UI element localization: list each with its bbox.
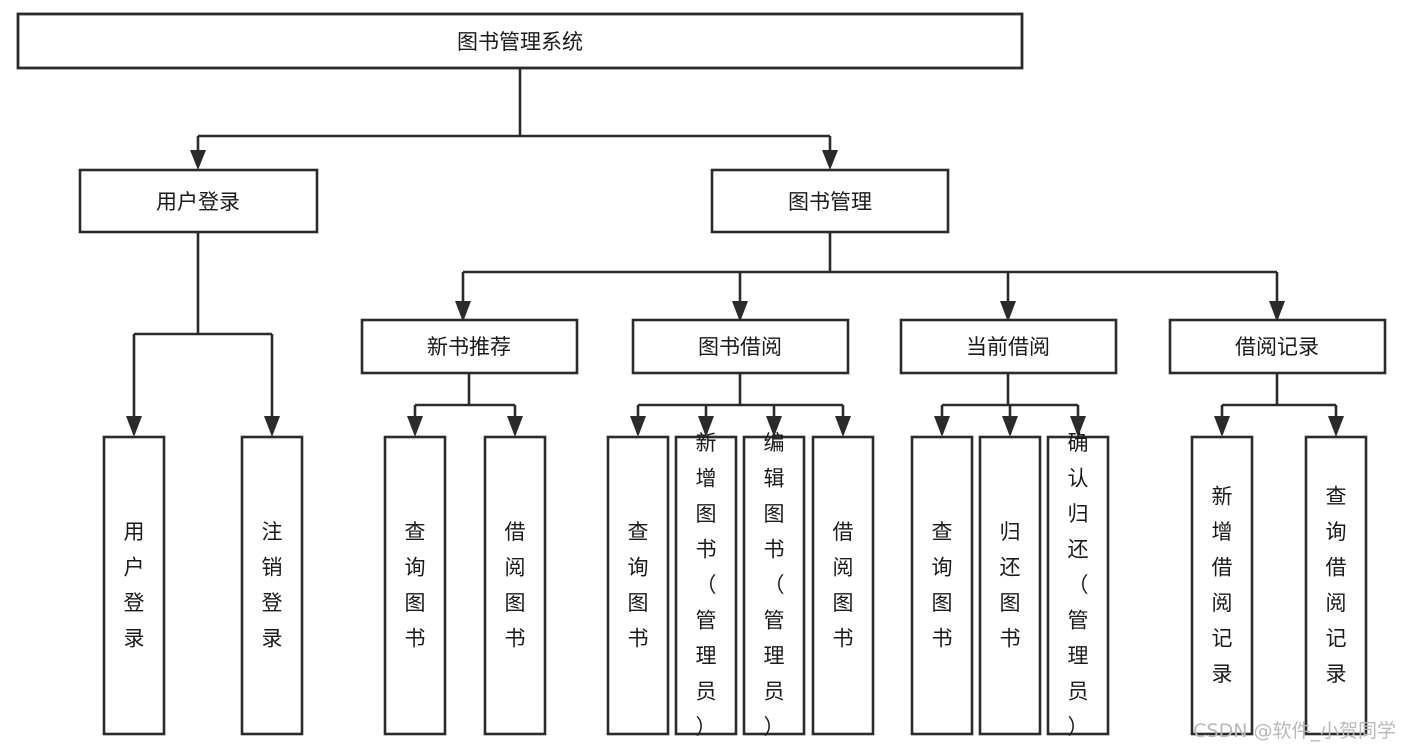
leaf-user-login-1[interactable]: 用户登录 (102, 435, 166, 736)
arrow-book-manage-to-book-borrow (732, 301, 748, 322)
arrow-book-manage-to-current-borrow (1000, 301, 1016, 322)
node-new-book-recommend-box[interactable] (360, 318, 579, 375)
leaf-user-login-1-label: 用户登录 (124, 520, 145, 651)
leaf-book-borrow-2[interactable]: 新增图书（管理员） (674, 431, 738, 739)
arrow-book-borrow-leaf-1 (630, 416, 646, 437)
arrow-borrow-record-leaf-1 (1214, 416, 1230, 437)
leaf-borrow-record-2-box[interactable] (1304, 435, 1368, 736)
node-borrow-record-box[interactable] (1168, 318, 1387, 375)
leaf-new-book-1-label: 查询图书 (405, 520, 426, 651)
leaf-borrow-record-2-label: 查询借阅记录 (1326, 484, 1347, 686)
node-current-borrow-label: 当前借阅 (966, 335, 1050, 359)
arrow-book-manage-to-new-book (455, 301, 471, 322)
node-borrow-record[interactable]: 借阅记录 (1168, 318, 1387, 375)
leaf-book-borrow-4[interactable]: 借阅图书 (811, 435, 875, 736)
leaf-book-borrow-4-box[interactable] (811, 435, 875, 736)
arrow-book-manage-to-borrow-record (1269, 301, 1285, 322)
node-book-borrow-box[interactable] (631, 318, 850, 375)
node-book-borrow[interactable]: 图书借阅 (631, 318, 850, 375)
arrow-current-borrow-leaf-2 (1002, 416, 1018, 437)
leaf-user-login-2[interactable]: 注销登录 (240, 435, 304, 736)
leaf-borrow-record-1-box[interactable] (1190, 435, 1254, 736)
node-book-manage-box[interactable] (710, 168, 950, 234)
leaf-book-borrow-2-label: 新增图书（管理员） (696, 431, 717, 739)
leaf-current-borrow-3-box[interactable] (1046, 435, 1110, 736)
node-book-manage[interactable]: 图书管理 (710, 168, 950, 234)
leaf-current-borrow-1-label: 查询图书 (932, 520, 953, 651)
leaf-book-borrow-4-label: 借阅图书 (833, 520, 854, 651)
arrow-root-to-user-login (190, 150, 206, 170)
arrow-user-login-leaf-1 (126, 416, 142, 437)
leaf-new-book-2-label: 借阅图书 (505, 520, 526, 651)
connector-layer (126, 68, 1344, 437)
node-book-borrow-label: 图书借阅 (698, 335, 782, 359)
leaf-user-login-2-box[interactable] (240, 435, 304, 736)
leaf-new-book-2-box[interactable] (483, 435, 547, 736)
leaf-new-book-1[interactable]: 查询图书 (383, 435, 447, 736)
leaf-book-borrow-3[interactable]: 编辑图书（管理员） (742, 431, 806, 739)
node-root-system[interactable]: 图书管理系统 (16, 12, 1024, 70)
node-current-borrow[interactable]: 当前借阅 (899, 318, 1118, 375)
node-new-book-recommend[interactable]: 新书推荐 (360, 318, 579, 375)
leaf-book-borrow-2-box[interactable] (674, 435, 738, 736)
arrow-current-borrow-leaf-3 (1070, 416, 1086, 437)
leaf-user-login-1-box[interactable] (102, 435, 166, 736)
leaf-borrow-record-1[interactable]: 新增借阅记录 (1190, 435, 1254, 736)
leaf-book-borrow-3-label: 编辑图书（管理员） (764, 431, 785, 739)
arrow-book-borrow-leaf-3 (766, 416, 782, 437)
arrow-new-book-leaf-1 (407, 416, 423, 437)
csdn-watermark: CSDN @软件_小贺同学 (1193, 720, 1396, 742)
arrow-new-book-leaf-2 (507, 416, 523, 437)
leaf-book-borrow-1[interactable]: 查询图书 (606, 435, 670, 736)
leaf-current-borrow-1-box[interactable] (910, 435, 974, 736)
arrow-current-borrow-leaf-1 (934, 416, 950, 437)
leaf-current-borrow-2-label: 归还图书 (1000, 520, 1021, 651)
node-book-manage-label: 图书管理 (788, 190, 872, 214)
node-root-system-box[interactable] (16, 12, 1024, 70)
arrow-user-login-leaf-2 (264, 416, 280, 437)
arrow-book-borrow-leaf-2 (698, 416, 714, 437)
leaf-current-borrow-1[interactable]: 查询图书 (910, 435, 974, 736)
leaf-borrow-record-1-label: 新增借阅记录 (1212, 484, 1233, 686)
leaf-book-borrow-3-box[interactable] (742, 435, 806, 736)
node-new-book-recommend-label: 新书推荐 (427, 335, 511, 359)
node-user-login-box[interactable] (78, 168, 319, 234)
leaf-current-borrow-2[interactable]: 归还图书 (978, 435, 1042, 736)
node-current-borrow-box[interactable] (899, 318, 1118, 375)
node-root-system-label: 图书管理系统 (457, 30, 583, 54)
leaf-new-book-1-box[interactable] (383, 435, 447, 736)
arrow-book-borrow-leaf-4 (835, 416, 851, 437)
leaf-current-borrow-3-label: 确认归还（管理员） (1068, 431, 1089, 739)
leaf-current-borrow-2-box[interactable] (978, 435, 1042, 736)
arrow-borrow-record-leaf-2 (1328, 416, 1344, 437)
arrow-root-to-book-manage (822, 150, 838, 170)
node-user-login-label: 用户登录 (156, 190, 240, 214)
leaf-book-borrow-1-label: 查询图书 (628, 520, 649, 651)
leaf-current-borrow-3[interactable]: 确认归还（管理员） (1046, 431, 1110, 739)
leaf-book-borrow-1-box[interactable] (606, 435, 670, 736)
node-user-login[interactable]: 用户登录 (78, 168, 319, 234)
leaf-new-book-2[interactable]: 借阅图书 (483, 435, 547, 736)
leaf-user-login-2-label: 注销登录 (262, 520, 283, 651)
leaf-borrow-record-2[interactable]: 查询借阅记录 (1304, 435, 1368, 736)
node-borrow-record-label: 借阅记录 (1235, 335, 1319, 359)
